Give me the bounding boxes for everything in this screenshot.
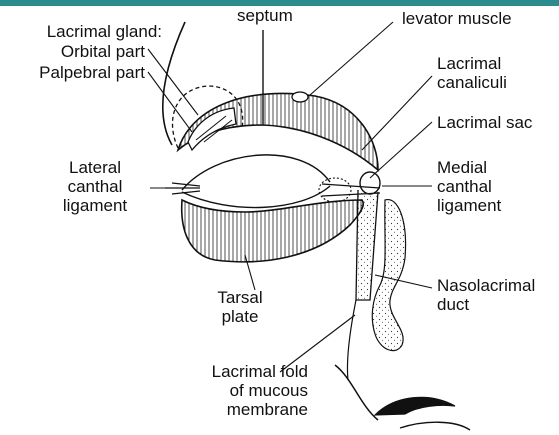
nose-outline <box>335 365 378 420</box>
label-lacrimal-fold: Lacrimal fold of mucous membrane <box>185 362 308 419</box>
label-nasolacrimal-duct: Nasolacrimal duct <box>437 276 535 314</box>
label-septum: septum <box>237 6 293 25</box>
lower-tarsal-plate <box>182 200 364 262</box>
label-lateral-canthal-ligament: Lateral canthal ligament <box>35 158 155 215</box>
label-lacrimal-sac: Lacrimal sac <box>437 113 532 132</box>
nostril <box>375 397 455 415</box>
label-tarsal-plate: Tarsal plate <box>205 288 275 326</box>
label-medial-canthal-ligament: Medial canthal ligament <box>437 158 501 215</box>
label-orbital-part: Orbital part <box>10 42 145 61</box>
levator-nodule <box>292 92 308 102</box>
label-palpebral-part: Palpebral part <box>10 63 145 82</box>
label-lacrimal-canaliculi: Lacrimal canaliculi <box>437 54 507 92</box>
palpebral-fissure <box>182 155 330 190</box>
nasolacrimal-duct <box>356 190 378 300</box>
label-lacrimal-gland: Lacrimal gland: <box>10 22 162 41</box>
lacrimal-gland-palpebral-part <box>188 108 236 150</box>
label-levator-muscle: levator muscle <box>402 9 512 28</box>
